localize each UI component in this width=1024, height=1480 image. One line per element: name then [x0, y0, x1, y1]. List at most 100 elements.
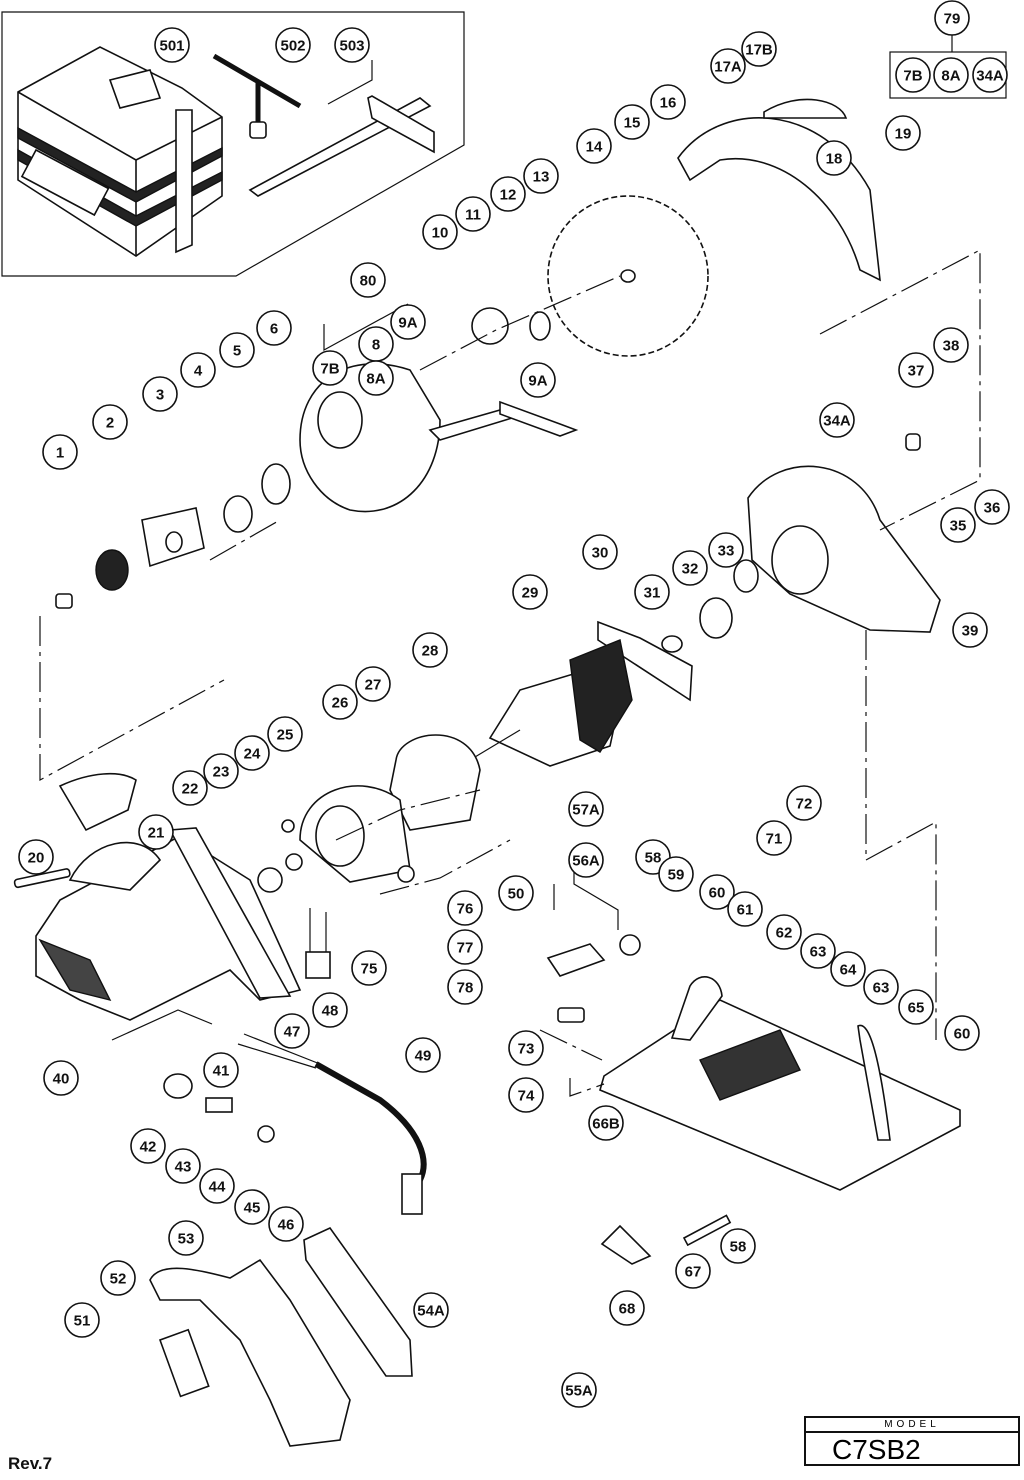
callout-label: 78 [457, 980, 474, 997]
callout-circle [142, 376, 178, 412]
callout-label: 8A [366, 371, 385, 388]
callout-label: 67 [685, 1264, 702, 1281]
callout-label: 58 [645, 850, 662, 867]
callout-circle [830, 951, 866, 987]
part-callout-502: 502 [275, 27, 311, 63]
gear-assembly [55, 463, 291, 609]
part-callout-26: 26 [322, 684, 358, 720]
part-callout-54a: 54A [413, 1292, 449, 1328]
part-callout-49: 49 [405, 1037, 441, 1073]
part-callout-16: 16 [650, 84, 686, 120]
carrying-case [17, 46, 223, 257]
part-callout-10: 10 [422, 214, 458, 250]
callout-circle [234, 735, 270, 771]
callout-circle [447, 929, 483, 965]
callout-label: 17B [745, 42, 773, 59]
callout-label: 501 [159, 38, 184, 55]
armature [469, 639, 633, 767]
callout-circle [358, 360, 394, 396]
part-callout-25: 25 [267, 716, 303, 752]
callout-circle [234, 1189, 270, 1225]
callout-label: 20 [28, 850, 45, 867]
callout-circle [727, 891, 763, 927]
callout-circle [199, 1168, 235, 1204]
model-title-block: MODEL C7SB2 [804, 1416, 1020, 1466]
part-callout-52: 52 [100, 1260, 136, 1296]
callout-circle [634, 574, 670, 610]
part-callout-8: 8 [358, 326, 394, 362]
callout-label: 47 [284, 1024, 301, 1041]
part-callout-24: 24 [234, 735, 270, 771]
callout-circle [741, 31, 777, 67]
centerline [819, 249, 981, 531]
callout-circle [816, 140, 852, 176]
callout-label: 28 [422, 643, 439, 660]
callout-label: 41 [213, 1063, 230, 1080]
callout-circle [898, 352, 934, 388]
callout-label: 79 [944, 11, 961, 28]
callout-label: 13 [533, 169, 550, 186]
callout-label: 17A [714, 59, 742, 76]
part-callout-7b: 7B [312, 350, 348, 386]
callout-circle [92, 404, 128, 440]
callout-label: 3 [156, 387, 164, 404]
callout-label: 22 [182, 781, 199, 798]
base-plate [599, 976, 961, 1191]
callout-layer: 1234567B88A9A9A1011121314151617A17B18192… [18, 0, 1010, 1408]
centerline [419, 275, 621, 371]
part-callout-76: 76 [447, 890, 483, 926]
callout-label: 74 [518, 1088, 535, 1105]
switch [158, 1328, 210, 1398]
callout-circle [508, 1030, 544, 1066]
part-callout-77: 77 [447, 929, 483, 965]
callout-circle [520, 362, 556, 398]
part-callout-71: 71 [756, 820, 792, 856]
callout-label: 4 [194, 363, 203, 380]
part-callout-56a: 56A [568, 842, 604, 878]
capacitor [305, 951, 331, 979]
part-callout-15: 15 [614, 104, 650, 140]
callout-label: 68 [619, 1301, 636, 1318]
callout-circle [447, 969, 483, 1005]
part-callout-20: 20 [18, 839, 54, 875]
callout-circle [523, 158, 559, 194]
callout-label: 75 [361, 961, 378, 978]
callout-label: 503 [339, 38, 364, 55]
callout-label: 7B [320, 361, 339, 378]
callout-circle [203, 753, 239, 789]
kit-item-8a: 8A [933, 57, 969, 93]
part-callout-13: 13 [523, 158, 559, 194]
callout-label: 49 [415, 1048, 432, 1065]
callout-circle [154, 27, 190, 63]
callout-circle [863, 969, 899, 1005]
callout-label: 2 [106, 415, 114, 432]
callout-circle [412, 632, 448, 668]
part-callout-62: 62 [766, 914, 802, 950]
callout-label: 60 [709, 885, 726, 902]
centerline [865, 630, 937, 1040]
part-callout-31: 31 [634, 574, 670, 610]
part-callout-58: 58 [720, 1228, 756, 1264]
callout-circle [267, 716, 303, 752]
callout-circle [561, 1372, 597, 1408]
callout-circle [172, 770, 208, 806]
part-callout-18: 18 [816, 140, 852, 176]
part-callout-74: 74 [508, 1077, 544, 1113]
part-callout-21: 21 [138, 814, 174, 850]
part-callout-34a: 34A [819, 402, 855, 438]
guard-cover [763, 98, 848, 119]
callout-circle [322, 684, 358, 720]
part-callout-39: 39 [952, 612, 988, 648]
callout-label: 9A [528, 373, 547, 390]
part-callout-29: 29 [512, 574, 548, 610]
callout-circle [355, 666, 391, 702]
t-wrench [212, 53, 302, 139]
part-callout-22: 22 [172, 770, 208, 806]
callout-label: 21 [148, 825, 165, 842]
callout-circle [786, 785, 822, 821]
callout-label: 76 [457, 901, 474, 918]
part-callout-17a: 17A [710, 48, 746, 84]
part-callout-60: 60 [699, 874, 735, 910]
callout-label: 1 [56, 445, 64, 462]
